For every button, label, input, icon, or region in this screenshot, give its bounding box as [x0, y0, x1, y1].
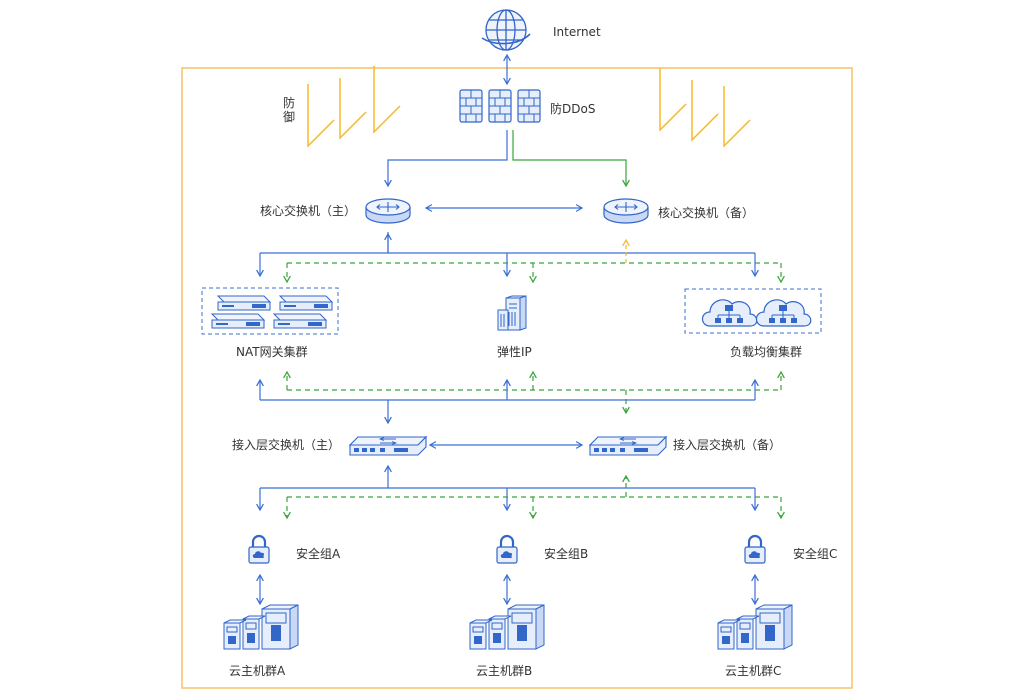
defense-label: 防御: [283, 96, 296, 124]
gateway-icon: [211, 295, 333, 329]
building-icon: [497, 295, 527, 331]
access-primary-sg-links: [256, 464, 759, 512]
lb-label: 负载均衡集群: [730, 345, 803, 359]
server-icon-a: [223, 604, 299, 650]
access-switch-primary-label: 接入层交换机（主）: [232, 438, 341, 452]
nat-label: NAT网关集群: [236, 345, 308, 359]
cloud-network-icon: [701, 299, 812, 327]
host-group-b-label: 云主机群B: [476, 664, 533, 678]
server-icon-b: [469, 604, 545, 650]
core-primary-service-links: [256, 232, 759, 278]
core-switch-primary-icon: [365, 198, 411, 224]
security-group-b-label: 安全组B: [544, 547, 589, 561]
access-switch-primary-icon: [349, 436, 427, 456]
core-backup-service-links: [283, 262, 785, 284]
server-icon-c: [717, 604, 793, 650]
ddos-core-primary-link: [384, 130, 508, 188]
lb-cluster-frame: [684, 288, 822, 334]
access-backup-sg-links: [283, 474, 785, 520]
lock-icon-c: [743, 534, 767, 565]
ddos-core-backup-link: [512, 130, 630, 188]
host-group-c-label: 云主机群C: [725, 664, 782, 678]
core-switch-backup-label: 核心交换机（备）: [658, 206, 755, 220]
globe-icon: [481, 9, 531, 51]
firewall-icon: [459, 89, 541, 123]
host-group-a-label: 云主机群A: [229, 664, 286, 678]
defense-lines-right: [659, 68, 751, 148]
access-switch-backup-label: 接入层交换机（备）: [673, 438, 782, 452]
eip-label: 弹性IP: [497, 345, 532, 359]
services-access-primary-links: [256, 378, 759, 425]
internet-label: Internet: [553, 25, 601, 39]
core-switch-backup-icon: [603, 198, 649, 224]
security-group-a-label: 安全组A: [296, 547, 341, 561]
security-group-c-label: 安全组C: [793, 547, 838, 561]
ddos-label: 防DDoS: [550, 102, 596, 116]
access-switch-backup-icon: [589, 436, 667, 456]
security-zone-border: [181, 67, 853, 689]
core-switch-primary-label: 核心交换机（主）: [260, 204, 357, 218]
lock-icon-a: [247, 534, 271, 565]
lock-icon-b: [495, 534, 519, 565]
defense-lines-left: [307, 66, 401, 148]
sg-host-links: [256, 573, 759, 606]
services-access-backup-links: [283, 370, 785, 415]
